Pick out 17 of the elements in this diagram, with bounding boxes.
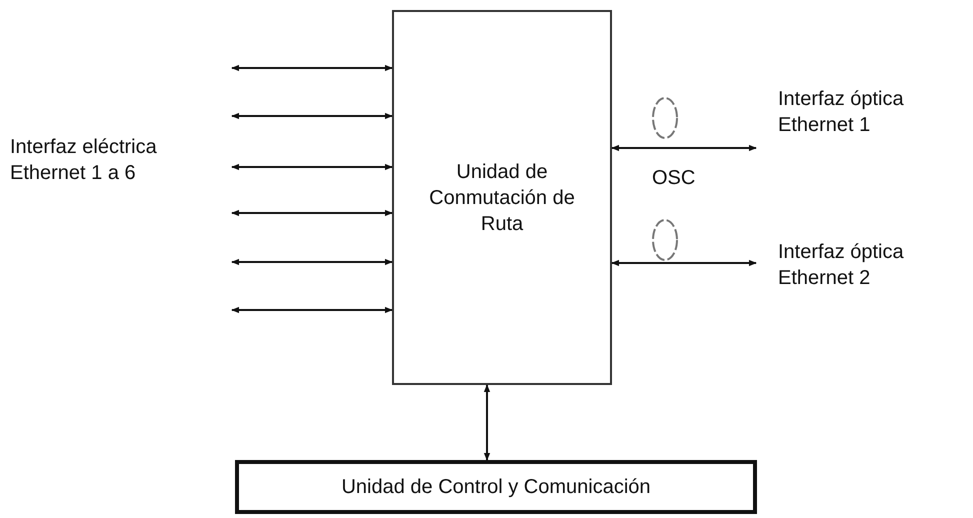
double-arrow bbox=[231, 164, 393, 170]
interface-label: Interfaz óptica Ethernet 1 bbox=[778, 80, 968, 144]
double-arrow bbox=[484, 384, 490, 461]
double-arrow bbox=[611, 260, 757, 266]
signal-label: OSC bbox=[652, 166, 696, 191]
double-arrow bbox=[231, 258, 393, 266]
double-arrow bbox=[231, 210, 393, 216]
double-arrow bbox=[611, 144, 757, 152]
interface-label: Interfaz óptica Ethernet 2 bbox=[778, 233, 968, 297]
interface-label: Interfaz eléctrica Ethernet 1 a 6 bbox=[10, 128, 215, 192]
double-arrow bbox=[231, 64, 393, 72]
process-box bbox=[392, 10, 612, 385]
box-label: Unidad de Control y Comunicación bbox=[341, 475, 651, 500]
double-arrow bbox=[231, 112, 393, 120]
process-box bbox=[235, 460, 757, 514]
box-label: Unidad de Conmutación de Ruta bbox=[428, 160, 576, 236]
double-arrow bbox=[231, 306, 393, 314]
